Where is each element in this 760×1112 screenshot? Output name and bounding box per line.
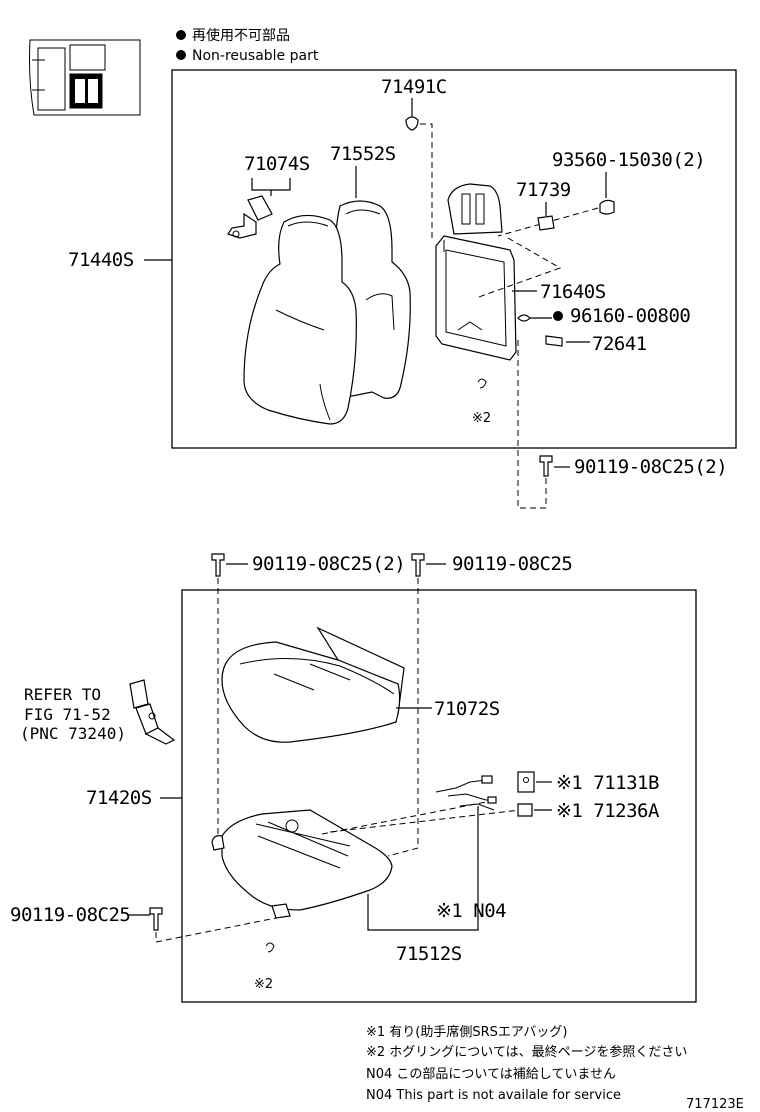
seatback-frame-71640S <box>435 183 517 361</box>
label-71739[interactable]: 71739 <box>516 179 571 201</box>
footnote-3: N04 この部品については補給していません <box>366 1067 616 1082</box>
vehicle-locator-icon <box>29 39 141 116</box>
hog-ring-icon <box>477 378 487 389</box>
label-71420S[interactable]: 71420S <box>86 787 152 809</box>
clip-71236A <box>517 803 533 817</box>
label-90119-08C25-bottom[interactable]: 90119-08C25 <box>10 904 131 926</box>
refer-line-2[interactable]: FIG 71-52 <box>24 705 111 724</box>
legend-en: Non-reusable part <box>192 48 319 64</box>
washer-96160-00800 <box>517 314 531 322</box>
cushion-pad-71072S <box>221 626 405 743</box>
non-reusable-bullet-icon <box>176 50 186 60</box>
label-71131B[interactable]: ※1 71131B <box>556 772 659 794</box>
label-71552S[interactable]: 71552S <box>330 143 396 165</box>
non-reusable-bullet-icon <box>553 311 563 321</box>
bolt-90119-08C25-upper <box>539 455 553 477</box>
hog-ring-icon <box>265 942 275 953</box>
non-reusable-bullet-icon <box>176 30 186 40</box>
refer-line-1[interactable]: REFER TO <box>24 685 101 704</box>
footnote-4: N04 This part is not availale for servic… <box>366 1088 621 1103</box>
note-hog-ring-lower: ※2 <box>254 977 273 992</box>
legend: 再使用不可部品 Non-reusable part <box>176 27 319 64</box>
footnote-1: ※1 有り(助手席側SRSエアバッグ) <box>366 1024 567 1040</box>
label-90119-08C25-lower-right[interactable]: 90119-08C25 <box>452 553 573 575</box>
label-93560-15030[interactable]: 93560-15030(2) <box>552 149 706 171</box>
bolt-90119-08C25-left <box>211 553 225 577</box>
label-N04[interactable]: ※1 N04 <box>436 900 507 922</box>
bolt-72641 <box>545 335 563 347</box>
cap-71739 <box>537 215 555 231</box>
label-90119-08C25-2-lower[interactable]: 90119-08C25(2) <box>252 553 406 575</box>
label-71074S[interactable]: 71074S <box>244 153 310 175</box>
refer-line-3[interactable]: (PNC 73240) <box>20 724 126 743</box>
label-71491C[interactable]: 71491C <box>381 76 447 98</box>
legend-jp: 再使用不可部品 <box>192 27 290 44</box>
label-90119-08C25-2-upper[interactable]: 90119-08C25(2) <box>574 456 728 478</box>
bolt-90119-08C25-bottom <box>149 907 163 931</box>
label-71440S[interactable]: 71440S <box>68 249 134 271</box>
diagram-id: 717123E <box>686 1097 744 1112</box>
note-hog-ring-upper: ※2 <box>472 411 491 426</box>
bolt-90119-08C25-right <box>411 553 425 577</box>
seatback-pad-71440S <box>243 214 357 425</box>
footnote-2: ※2 ホグリングについては、最終ページを参照ください <box>366 1044 687 1060</box>
seatback-group-frame <box>171 69 737 449</box>
bracket-71074S <box>227 195 273 239</box>
cushion-group-frame <box>181 589 697 1003</box>
label-71512S[interactable]: 71512S <box>396 943 462 965</box>
label-71640S[interactable]: 71640S <box>540 281 606 303</box>
wire-harness-N04 <box>435 775 497 811</box>
label-96160-00800[interactable]: 96160-00800 <box>570 305 691 327</box>
clip-71491C <box>405 116 419 131</box>
label-71072S[interactable]: 71072S <box>434 698 500 720</box>
seatbelt-buckle-icon <box>129 679 176 745</box>
cushion-frame-71512S <box>211 809 393 919</box>
label-72641[interactable]: 72641 <box>592 333 647 355</box>
nut-93560-15030 <box>599 199 615 215</box>
label-71236A[interactable]: ※1 71236A <box>556 800 660 822</box>
